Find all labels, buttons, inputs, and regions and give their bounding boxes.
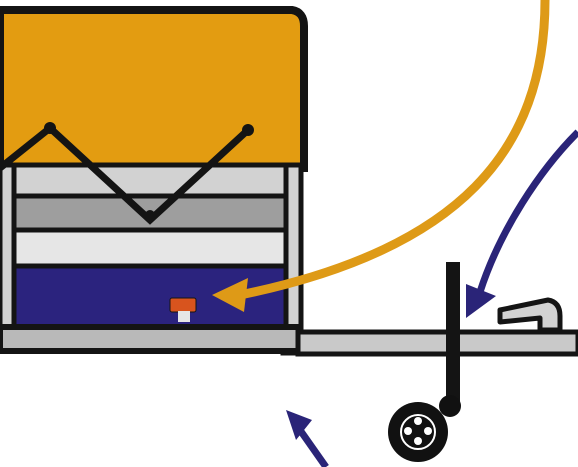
wheel-hole-4 [404,427,412,435]
wheel-hole-2 [424,427,432,435]
orange-arrow [239,0,550,300]
compartment-handle-base [178,311,190,322]
jockey-wheel-post [446,262,460,382]
jockey-wheel [388,395,461,462]
pole-joint-left [44,122,56,134]
wheel-hole-1 [414,417,422,425]
pointer-arrows [212,0,578,467]
pole-joint-right [242,124,254,136]
drawbar-assembly [295,262,578,462]
tow-hitch [497,297,563,333]
chassis-rail [0,324,303,354]
wheel-hole-3 [414,437,422,445]
side-panel-3 [11,227,289,269]
navy-arrow-upper-head [466,284,496,318]
drawbar [295,329,578,357]
pole-joint-bottom [145,210,155,220]
navy-arrow-upper [476,129,578,294]
wheel-axle-cap [439,395,461,417]
wheel-hub [400,414,436,450]
canopy [0,6,308,172]
orange-arrow-head [212,278,248,312]
navy-arrow-lower [297,427,329,467]
side-panel-1 [11,162,289,200]
navy-arrow-lower-head [286,410,312,440]
compartment-handle [169,297,197,313]
trailer-body [0,6,308,356]
jockey-wheel-leg [446,354,460,404]
canopy-support [0,123,251,225]
